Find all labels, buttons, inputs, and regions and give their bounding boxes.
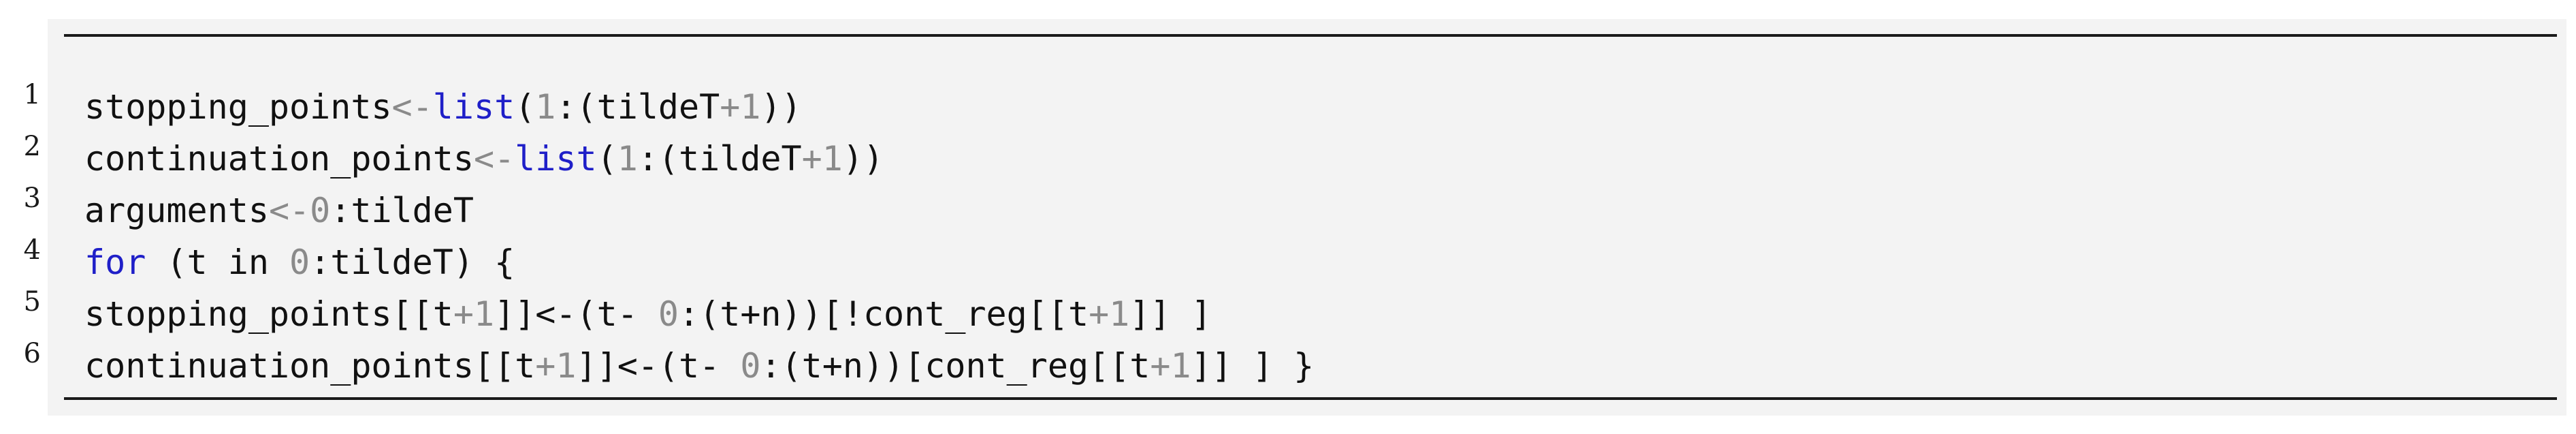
- code-line-5: 5 stopping_points[[t+1]]<-(t- 0:(t+n))[!…: [24, 264, 1212, 334]
- line-number: 1: [23, 79, 41, 110]
- code-text: continuation_points[[t+1]]<-(t- 0:(t+n))…: [84, 340, 1314, 392]
- code-token: ]] ]: [1129, 294, 1212, 334]
- code-token: continuation_points: [84, 139, 474, 179]
- number-token: +1: [1150, 346, 1191, 386]
- code-token: :tildeT) {: [310, 243, 515, 282]
- code-line-4: 4 for (t in 0:tildeT) {: [24, 212, 515, 282]
- number-token: +1: [535, 346, 577, 386]
- code-line-1: 1 stopping_points<-list(1:(tildeT+1)): [24, 57, 802, 127]
- code-line-2: 2 continuation_points<-list(1:(tildeT+1)…: [24, 108, 884, 179]
- code-token: ]]<-(t-: [494, 294, 658, 334]
- code-text: stopping_points<-list(1:(tildeT+1)): [84, 81, 802, 133]
- code-token: :(t+n))[cont_reg[[t: [760, 346, 1150, 386]
- keyword-token: list: [432, 87, 515, 127]
- code-token: )): [760, 87, 802, 127]
- code-token: :(tildeT: [637, 139, 802, 179]
- code-text: for (t in 0:tildeT) {: [84, 236, 515, 288]
- line-number: 2: [23, 131, 41, 162]
- code-token: (t in: [146, 243, 290, 282]
- code-token: :tildeT: [330, 191, 474, 230]
- code-token: (: [596, 139, 617, 179]
- number-token: +1: [801, 139, 843, 179]
- top-rule: [64, 34, 2557, 37]
- number-token: 0: [658, 294, 679, 334]
- code-text: arguments<-0:tildeT: [84, 185, 474, 236]
- line-number: 3: [23, 183, 41, 214]
- code-line-3: 3 arguments<-0:tildeT: [24, 160, 474, 230]
- number-token: +1: [453, 294, 495, 334]
- number-token: <-: [473, 139, 515, 179]
- code-token: stopping_points: [84, 87, 392, 127]
- code-text: stopping_points[[t+1]]<-(t- 0:(t+n))[!co…: [84, 288, 1212, 340]
- number-token: 1: [535, 87, 556, 127]
- number-token: 0: [289, 243, 310, 282]
- number-token: <-0: [268, 191, 331, 230]
- line-number: 4: [23, 234, 41, 266]
- code-listing: 1 stopping_points<-list(1:(tildeT+1)) 2 …: [24, 19, 2566, 416]
- code-token: stopping_points[[t: [84, 294, 453, 334]
- code-line-6: 6 continuation_points[[t+1]]<-(t- 0:(t+n…: [24, 315, 1315, 386]
- number-token: +1: [1089, 294, 1130, 334]
- code-token: (: [515, 87, 536, 127]
- line-number: 5: [23, 286, 41, 317]
- code-token: :(tildeT: [556, 87, 720, 127]
- number-token: 1: [617, 139, 638, 179]
- number-token: <-: [391, 87, 433, 127]
- code-token: ]]<-(t-: [576, 346, 741, 386]
- code-token: continuation_points[[t: [84, 346, 536, 386]
- code-text: continuation_points<-list(1:(tildeT+1)): [84, 133, 884, 185]
- line-number: 6: [23, 338, 41, 369]
- code-token: :(t+n))[!cont_reg[[t: [679, 294, 1089, 334]
- keyword-token: list: [515, 139, 597, 179]
- number-token: 0: [740, 346, 761, 386]
- bottom-rule: [64, 397, 2557, 400]
- code-token: arguments: [84, 191, 269, 230]
- number-token: +1: [720, 87, 761, 127]
- code-token: ]] ] }: [1191, 346, 1315, 386]
- code-token: )): [842, 139, 884, 179]
- keyword-token: for: [84, 243, 146, 282]
